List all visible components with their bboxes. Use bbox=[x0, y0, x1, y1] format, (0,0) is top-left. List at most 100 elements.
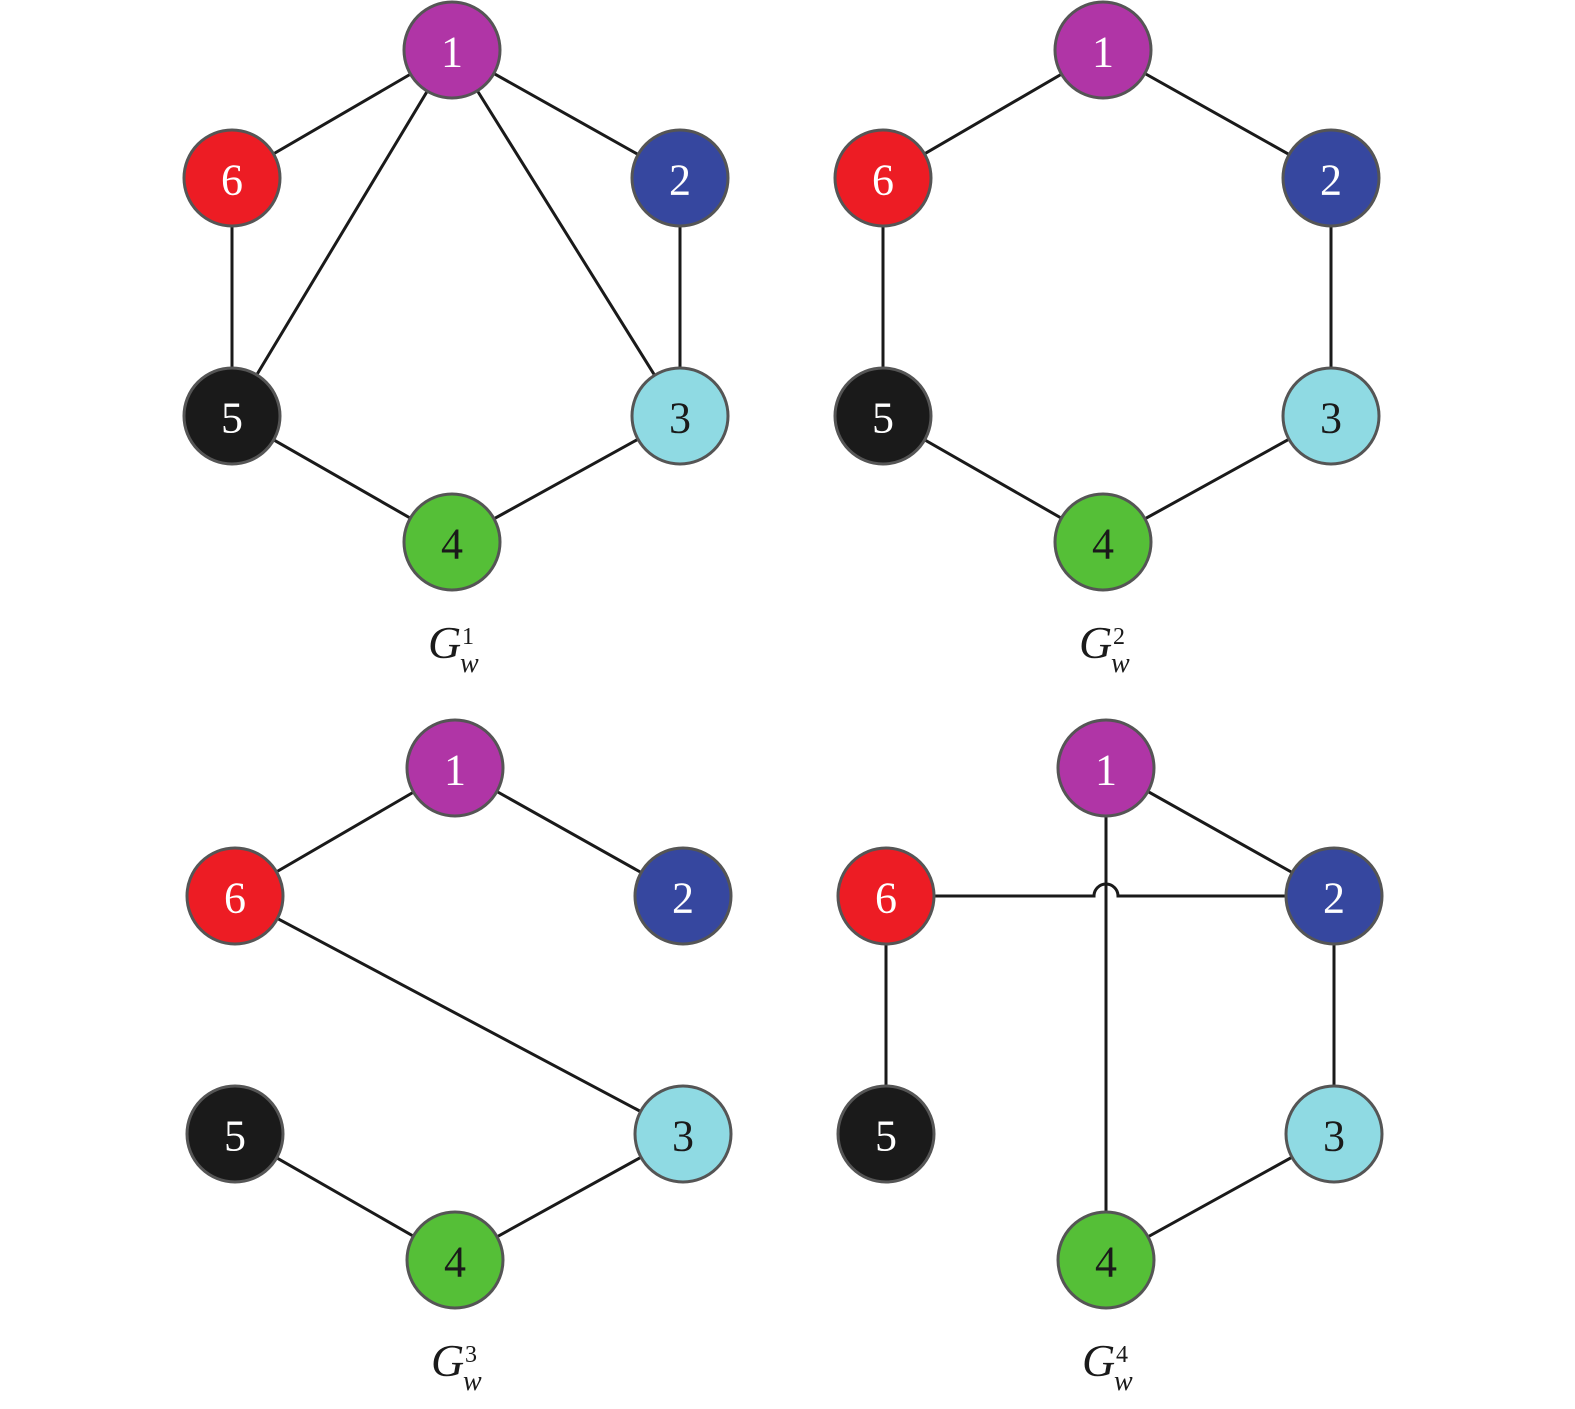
node-2: 2 bbox=[633, 846, 733, 946]
node-circle bbox=[1053, 492, 1153, 592]
node-label: 5 bbox=[224, 1112, 246, 1161]
node-circle bbox=[182, 366, 282, 466]
node-3: 3 bbox=[1284, 1084, 1384, 1184]
node-circle bbox=[1284, 1084, 1384, 1184]
node-label: 6 bbox=[875, 874, 897, 923]
node-2: 2 bbox=[1281, 128, 1381, 228]
node-label: 3 bbox=[669, 394, 691, 443]
node-label: 5 bbox=[875, 1112, 897, 1161]
node-6: 6 bbox=[833, 128, 933, 228]
node-circle bbox=[402, 0, 502, 100]
caption-main: G bbox=[431, 1335, 464, 1386]
node-label: 6 bbox=[224, 874, 246, 923]
node-label: 2 bbox=[672, 874, 694, 923]
node-label: 4 bbox=[441, 520, 463, 569]
node-label: 1 bbox=[444, 746, 466, 795]
node-circle bbox=[402, 492, 502, 592]
edge-1-3 bbox=[450, 48, 682, 418]
caption-subscript: w bbox=[460, 648, 479, 679]
node-label: 1 bbox=[1095, 746, 1117, 795]
node-circle bbox=[405, 1210, 505, 1310]
node-circle bbox=[833, 366, 933, 466]
caption-subscript: w bbox=[463, 1366, 482, 1397]
node-6: 6 bbox=[182, 128, 282, 228]
node-label: 1 bbox=[441, 28, 463, 77]
node-1: 1 bbox=[405, 718, 505, 818]
caption-superscript: 2 bbox=[1113, 624, 1125, 650]
node-6: 6 bbox=[185, 846, 285, 946]
node-5: 5 bbox=[833, 366, 933, 466]
node-circle bbox=[1284, 846, 1384, 946]
node-3: 3 bbox=[633, 1084, 733, 1184]
node-circle bbox=[836, 1084, 936, 1184]
node-label: 2 bbox=[1323, 874, 1345, 923]
caption-superscript: 1 bbox=[462, 624, 474, 650]
node-3: 3 bbox=[1281, 366, 1381, 466]
edge-6-2 bbox=[884, 882, 1336, 898]
node-circle bbox=[633, 846, 733, 946]
node-label: 4 bbox=[1092, 520, 1114, 569]
node-6: 6 bbox=[836, 846, 936, 946]
caption-superscript: 3 bbox=[465, 1342, 477, 1368]
caption-main: G bbox=[428, 617, 461, 668]
edges bbox=[233, 766, 685, 1262]
node-1: 1 bbox=[402, 0, 502, 100]
node-label: 6 bbox=[872, 156, 894, 205]
node-circle bbox=[185, 846, 285, 946]
caption-subscript: w bbox=[1111, 648, 1130, 679]
node-circle bbox=[1056, 1210, 1156, 1310]
node-label: 4 bbox=[444, 1238, 466, 1287]
node-label: 6 bbox=[221, 156, 243, 205]
node-4: 4 bbox=[402, 492, 502, 592]
node-circle bbox=[1056, 718, 1156, 818]
node-2: 2 bbox=[630, 128, 730, 228]
node-5: 5 bbox=[182, 366, 282, 466]
node-4: 4 bbox=[1053, 492, 1153, 592]
node-label: 3 bbox=[1323, 1112, 1345, 1161]
node-label: 2 bbox=[669, 156, 691, 205]
caption-superscript: 4 bbox=[1116, 1342, 1128, 1368]
caption-main: G bbox=[1082, 1335, 1115, 1386]
node-label: 5 bbox=[221, 394, 243, 443]
node-3: 3 bbox=[630, 366, 730, 466]
node-circle bbox=[1281, 128, 1381, 228]
node-label: 2 bbox=[1320, 156, 1342, 205]
node-4: 4 bbox=[405, 1210, 505, 1310]
node-circle bbox=[836, 846, 936, 946]
node-circle bbox=[833, 128, 933, 228]
node-circle bbox=[1281, 366, 1381, 466]
node-1: 1 bbox=[1053, 0, 1153, 100]
node-circle bbox=[182, 128, 282, 228]
node-5: 5 bbox=[836, 1084, 936, 1184]
node-4: 4 bbox=[1056, 1210, 1156, 1310]
node-label: 1 bbox=[1092, 28, 1114, 77]
node-circle bbox=[630, 128, 730, 228]
node-circle bbox=[185, 1084, 285, 1184]
node-label: 3 bbox=[1320, 394, 1342, 443]
edges bbox=[884, 766, 1336, 1262]
caption-subscript: w bbox=[1114, 1366, 1133, 1397]
node-circle bbox=[405, 718, 505, 818]
edge-6-3 bbox=[233, 894, 685, 1136]
edge-1-5 bbox=[230, 48, 454, 418]
node-1: 1 bbox=[1056, 718, 1156, 818]
node-2: 2 bbox=[1284, 846, 1384, 946]
edges bbox=[881, 48, 1333, 544]
node-circle bbox=[1053, 0, 1153, 100]
node-circle bbox=[630, 366, 730, 466]
edges bbox=[230, 48, 682, 544]
node-label: 3 bbox=[672, 1112, 694, 1161]
node-5: 5 bbox=[185, 1084, 285, 1184]
node-circle bbox=[633, 1084, 733, 1184]
node-label: 4 bbox=[1095, 1238, 1117, 1287]
node-label: 5 bbox=[872, 394, 894, 443]
